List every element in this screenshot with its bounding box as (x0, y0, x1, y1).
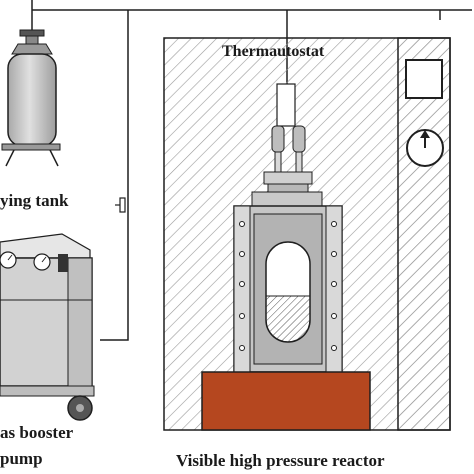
reactor-label: Visible high pressure reactor (176, 451, 385, 470)
gas-supplying-tank (1, 29, 61, 167)
visible-high-pressure-reactor (201, 83, 371, 431)
pump-base (0, 385, 95, 397)
reactor-cap (263, 171, 313, 185)
tank-neck (11, 43, 53, 55)
pump-side-panel (67, 257, 93, 387)
reactor-flange (251, 191, 323, 207)
inlet-tube (276, 83, 296, 127)
inlet-fitting-right (292, 125, 306, 153)
sight-glass (265, 241, 311, 343)
reactor-bolts (239, 221, 337, 351)
inlet-fitting-left (271, 125, 285, 153)
tank-valve-body (25, 35, 39, 45)
display-screen-icon (405, 59, 443, 99)
booster-pump-label-line2: pump (0, 449, 43, 468)
pressure-gauge-icon (406, 129, 444, 167)
pump-gauge-icon (0, 251, 51, 271)
pump-return-line (100, 10, 129, 341)
supplying-tank-label: ying tank (0, 191, 69, 210)
reactor-base-block (201, 371, 371, 431)
tank-body (7, 53, 57, 147)
pump-regulator (58, 254, 68, 272)
tank-valve-handle (19, 29, 45, 37)
cabinet-divider (397, 37, 451, 431)
valve-icon (115, 197, 126, 213)
booster-pump-label-line1: as booster (0, 423, 74, 442)
main-gas-line (31, 0, 472, 11)
gas-booster-pump (0, 233, 95, 421)
thermostat-label: Thermautostat (222, 43, 325, 60)
pump-top (0, 233, 91, 259)
tank-collar (1, 143, 61, 151)
